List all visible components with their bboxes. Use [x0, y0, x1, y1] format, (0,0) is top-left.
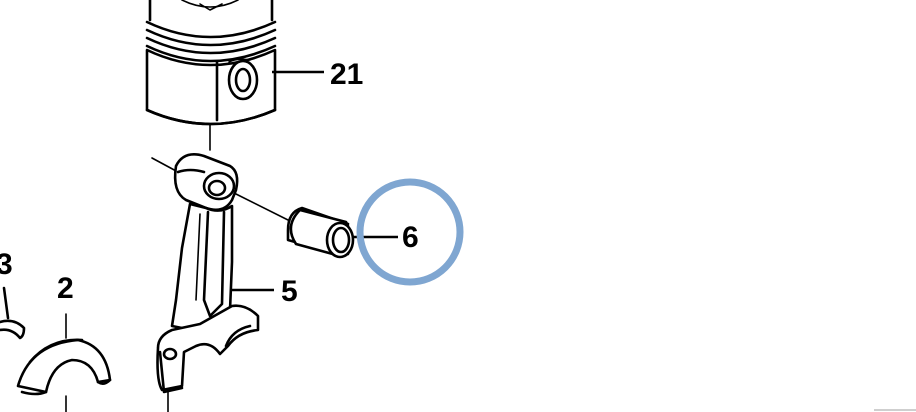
partial-part-3 [0, 286, 26, 340]
connecting-rod [151, 153, 297, 412]
bushing [286, 206, 398, 259]
piston [145, 0, 324, 151]
callout-2: 2 [57, 272, 74, 305]
bearing-shell [16, 313, 112, 412]
callout-6: 6 [402, 221, 419, 254]
callout-5: 5 [281, 275, 298, 308]
callout-3: 3 [0, 248, 13, 281]
highlight-circle [356, 178, 464, 286]
callout-21: 21 [330, 58, 363, 91]
